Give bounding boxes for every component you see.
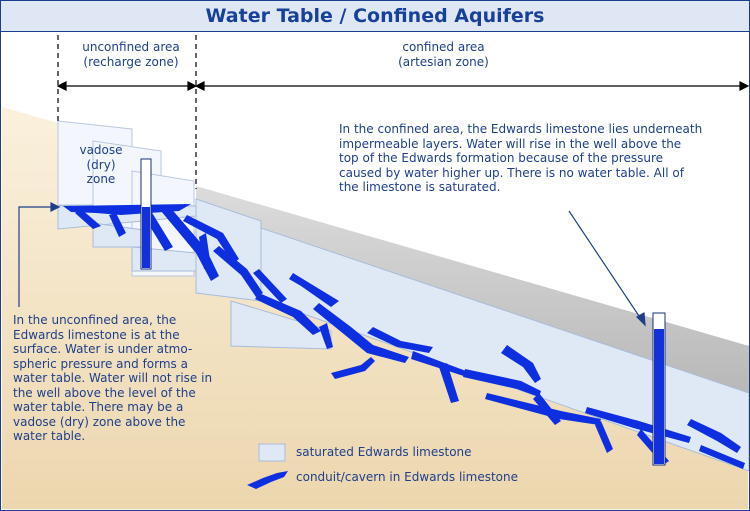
legend-saturated-label: saturated Edwards limestone	[296, 445, 472, 459]
legend-conduit-label: conduit/cavern in Edwards limestone	[296, 470, 518, 484]
vadose-line-1: vadose	[79, 143, 123, 157]
unconfined-note-line: spheric pressure and forms a	[13, 356, 188, 371]
unconfined-span-arrow	[56, 81, 198, 91]
unconfined-area-subtitle: (recharge zone)	[83, 54, 179, 69]
title-bar: Water Table / Confined Aquifers	[1, 1, 749, 32]
confining-layer	[196, 186, 749, 393]
unconfined-note-line: vadose (dry) zone above the	[13, 414, 186, 429]
confined-area-subtitle: (artesian zone)	[398, 54, 489, 69]
confined-note-line: top of the Edwards formation because of …	[339, 151, 663, 165]
vadose-line-2: (dry)	[86, 157, 116, 172]
legend-conduit-swatch	[247, 471, 288, 489]
confined-note-pointer	[568, 210, 646, 327]
conduits	[63, 204, 745, 469]
unconfined-note-line: water table. Water will not rise in	[13, 371, 213, 385]
confined-span-arrow	[194, 81, 749, 91]
unconfined-note-line: In the unconfined area, the	[13, 313, 177, 327]
unconfined-well	[140, 158, 152, 270]
confined-area-title: confined area	[402, 40, 485, 54]
diagram-title: Water Table / Confined Aquifers	[205, 5, 545, 27]
confined-note: In the confined area, the Edwards limest…	[339, 122, 719, 195]
unconfined-note-line: surface. Water is under atmo-	[13, 342, 193, 356]
confined-note-line: In the confined area, the Edwards limest…	[339, 122, 703, 136]
confined-note-line: the limestone is saturated.	[339, 180, 501, 194]
confined-note-line: impermeable layers. Water will rise in t…	[339, 136, 682, 151]
unconfined-note-pointer	[18, 202, 61, 307]
vadose-zone-label: vadose (dry) zone	[76, 143, 126, 187]
confined-well	[652, 312, 666, 466]
unconfined-note-line: water table.	[13, 429, 86, 443]
unconfined-note-line: the well above the level of the	[13, 385, 196, 400]
vadose-line-3: zone	[86, 172, 116, 186]
unconfined-note-line: Edwards limestone is at the	[13, 327, 180, 342]
unconfined-note: In the unconfined area, the Edwards lime…	[13, 313, 228, 444]
unconfined-area-title: unconfined area	[82, 40, 180, 54]
confined-note-line: caused by water higher up. There is no w…	[339, 165, 684, 180]
legend-saturated-swatch	[258, 443, 286, 462]
confined-area-label: confined area (artesian zone)	[381, 40, 506, 69]
unconfined-note-line: water table. There may be a	[13, 400, 184, 414]
unconfined-area-label: unconfined area (recharge zone)	[76, 40, 186, 69]
